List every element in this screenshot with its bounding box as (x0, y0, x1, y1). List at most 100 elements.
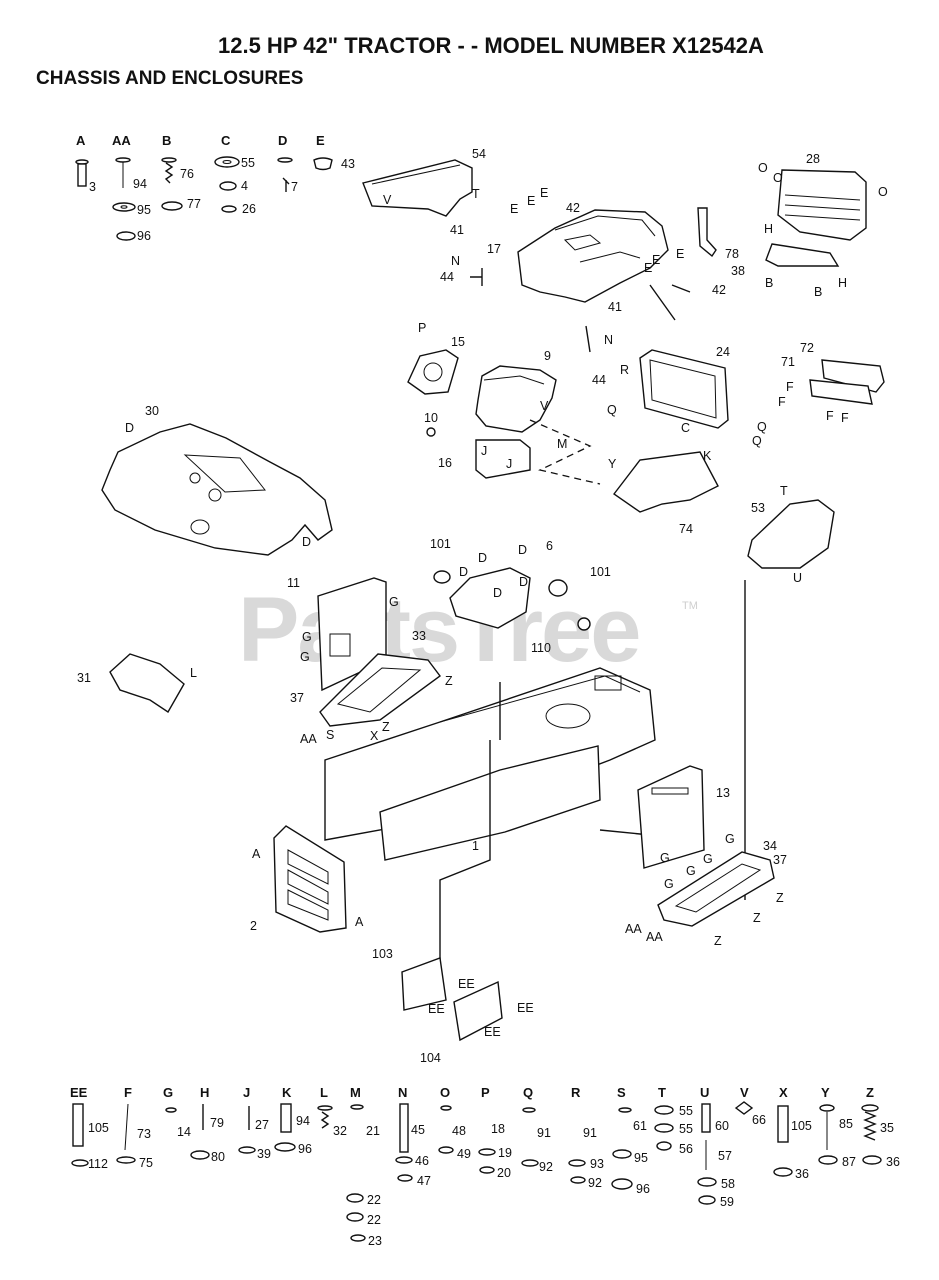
clip-nut-icon (313, 157, 333, 171)
svg-text:E: E (540, 186, 548, 200)
svg-text:91: 91 (537, 1126, 551, 1140)
svg-text:T: T (780, 484, 788, 498)
svg-text:N: N (604, 333, 613, 347)
part-9-dash-housing: 9 V (475, 349, 557, 433)
svg-text:Z: Z (776, 891, 784, 905)
legend-part: 76 (180, 167, 194, 181)
svg-text:O: O (440, 1085, 450, 1100)
svg-text:23: 23 (368, 1234, 382, 1248)
svg-text:E: E (527, 194, 535, 208)
svg-text:36: 36 (795, 1167, 809, 1181)
svg-text:79: 79 (210, 1116, 224, 1130)
svg-text:37: 37 (773, 853, 787, 867)
svg-text:D: D (478, 551, 487, 565)
svg-text:96: 96 (636, 1182, 650, 1196)
part-28-grille: 28 O O O (758, 152, 888, 241)
part-13-side-panel: 13 G G G G G (637, 765, 735, 891)
svg-text:J: J (481, 444, 487, 458)
svg-text:F: F (124, 1085, 132, 1100)
svg-text:EE: EE (517, 1001, 534, 1015)
svg-text:101: 101 (590, 565, 611, 579)
legend-part: 26 (242, 202, 256, 216)
svg-text:34: 34 (763, 839, 777, 853)
svg-text:Z: Z (445, 674, 453, 688)
part-17-hood: 17 41 42 E E E 44 N 41 42 E E E 44 N (440, 186, 726, 387)
svg-text:80: 80 (211, 1150, 225, 1164)
part-71-headlight-bracket: 71 F F F F (778, 355, 873, 425)
washer-icon (214, 156, 240, 168)
svg-text:Y: Y (608, 457, 617, 471)
legend-part: 55 (241, 156, 255, 170)
svg-text:AA: AA (300, 732, 317, 746)
washer-icon (161, 201, 183, 211)
legend-letter-A: A (76, 133, 86, 148)
part-15-plate: P 15 (407, 321, 465, 395)
svg-text:P: P (418, 321, 426, 335)
svg-text:11: 11 (287, 576, 300, 590)
svg-text:EE: EE (484, 1025, 501, 1039)
lock-nut-icon (219, 181, 237, 191)
svg-text:19: 19 (498, 1146, 512, 1160)
part-38-grille-support: 38 H H B B (731, 222, 847, 299)
svg-text:92: 92 (588, 1176, 602, 1190)
svg-text:E: E (510, 202, 518, 216)
svg-text:41: 41 (450, 223, 464, 237)
svg-text:M: M (350, 1085, 361, 1100)
svg-text:22: 22 (367, 1213, 381, 1227)
svg-text:L: L (190, 666, 197, 680)
svg-text:EE: EE (70, 1085, 88, 1100)
svg-text:9: 9 (544, 349, 551, 363)
svg-text:A: A (252, 847, 261, 861)
svg-text:G: G (389, 595, 399, 609)
part-11-side-panel: 11 G G G (287, 576, 399, 692)
svg-text:38: 38 (731, 264, 745, 278)
svg-text:E: E (652, 253, 660, 267)
svg-text:46: 46 (415, 1154, 429, 1168)
part-53-front-bumper: 53 T U (747, 484, 835, 585)
svg-text:N: N (398, 1085, 407, 1100)
svg-text:G: G (664, 877, 674, 891)
watermark-logo: PartsTree (238, 579, 641, 681)
svg-text:103: 103 (372, 947, 393, 961)
svg-text:Q: Q (757, 420, 767, 434)
legend-part: 77 (187, 197, 201, 211)
svg-text:R: R (571, 1085, 581, 1100)
svg-text:27: 27 (255, 1118, 269, 1132)
svg-text:21: 21 (366, 1124, 380, 1138)
svg-text:105: 105 (791, 1119, 812, 1133)
svg-text:R: R (620, 363, 629, 377)
svg-text:G: G (725, 832, 735, 846)
svg-text:16: 16 (438, 456, 452, 470)
svg-text:30: 30 (145, 404, 159, 418)
svg-text:X: X (779, 1085, 788, 1100)
part-104-hitch-bracket: 104 EE EE (420, 980, 534, 1065)
svg-text:105: 105 (88, 1121, 109, 1135)
svg-text:G: G (302, 630, 312, 644)
svg-text:61: 61 (633, 1119, 647, 1133)
part-34-footrest: 34 37 Z Z Z AA AA (625, 839, 787, 948)
legend-letter-C: C (221, 133, 231, 148)
legend-letter-E: E (316, 133, 325, 148)
part-54-dash-panel: 54 V T (362, 147, 486, 217)
svg-text:22: 22 (367, 1193, 381, 1207)
svg-text:D: D (518, 543, 527, 557)
svg-text:U: U (793, 571, 802, 585)
svg-text:G: G (163, 1085, 173, 1100)
part-24-front-frame: 24 R Q C Q Q (607, 345, 767, 448)
svg-text:C: C (681, 421, 690, 435)
svg-text:Z: Z (382, 720, 390, 734)
svg-text:37: 37 (290, 691, 304, 705)
svg-text:EE: EE (428, 1002, 445, 1016)
carriage-bolt-icon (77, 163, 87, 187)
svg-text:75: 75 (139, 1156, 153, 1170)
screw-icon (124, 1103, 129, 1151)
svg-text:D: D (302, 535, 311, 549)
legend-letter-AA: AA (112, 133, 131, 148)
wing-clip-icon (734, 1101, 754, 1115)
part-33-footrest: 33 Z 37 AA S X Z (290, 629, 453, 746)
part-2-rear-side-panel: 2 A A (250, 825, 364, 933)
screw-icon (320, 1111, 330, 1129)
bolt-icon (72, 1103, 84, 1147)
svg-text:F: F (841, 411, 849, 425)
